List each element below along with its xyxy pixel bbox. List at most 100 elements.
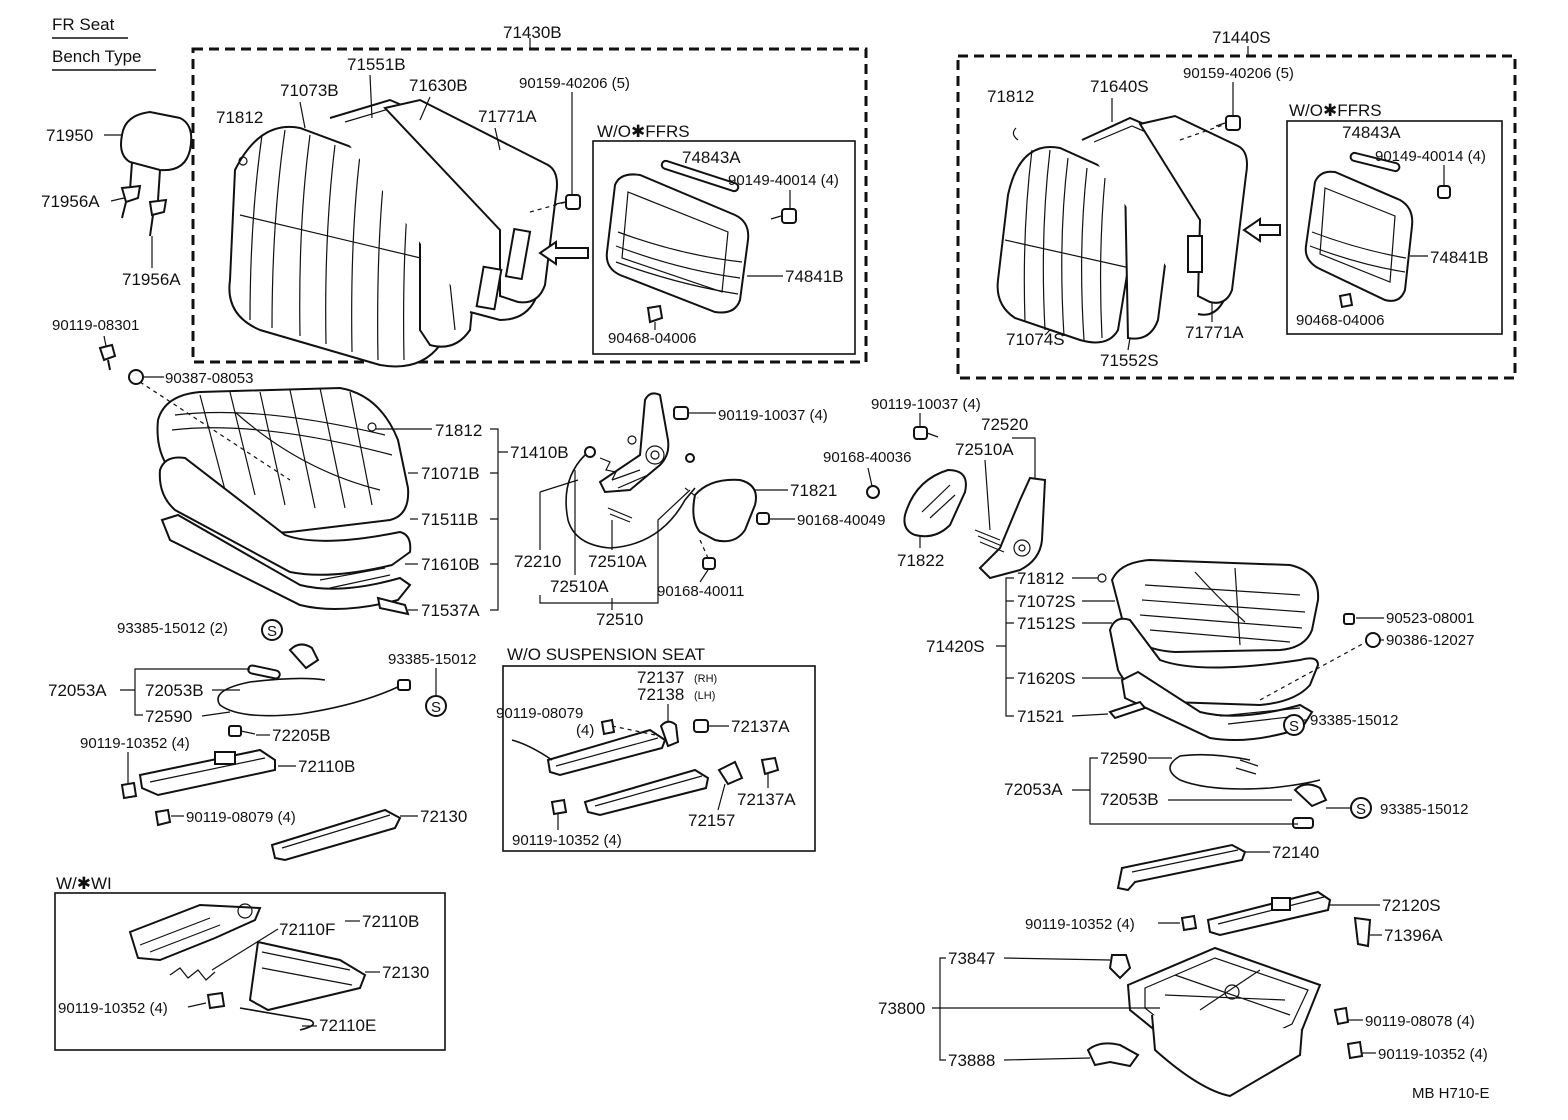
section-wo-ffrs-right: W/O✱FFRS: [1289, 101, 1382, 120]
label-72137: 72137: [637, 668, 684, 687]
special-mark-s-4: S: [1350, 797, 1372, 819]
label-72110F: 72110F: [279, 920, 335, 939]
rod-wo-suspension: [511, 739, 553, 761]
label-72110B-b: 72110B: [362, 912, 419, 931]
suspension-base-73800: [1126, 946, 1322, 1098]
svg-text:S: S: [267, 623, 277, 640]
label-72137-rh: (RH): [694, 673, 717, 685]
label-71630B: 71630B: [409, 76, 468, 95]
headrest-frame-74841B-right: [1304, 170, 1414, 302]
cover-71821: [692, 478, 757, 543]
label-72137A-b: 72137A: [737, 790, 796, 809]
label-90119-10352-c: 90119-10352 (4): [1025, 916, 1135, 933]
label-71410B: 71410B: [510, 443, 569, 462]
label-73847: 73847: [948, 949, 995, 968]
cable-72590-left: [217, 677, 401, 717]
label-72110B-a: 72110B: [298, 757, 355, 776]
bolt-90149-right: [1437, 185, 1451, 199]
label-72510: 72510: [596, 610, 643, 629]
label-74841B-b: 74841B: [1430, 248, 1489, 267]
section-wo-suspension-seat: W/O SUSPENSION SEAT: [507, 645, 705, 664]
cover-71822: [903, 468, 967, 538]
label-71512S: 71512S: [1017, 614, 1076, 633]
strap-74843A-right: [1349, 151, 1401, 173]
label-72520: 72520: [981, 415, 1028, 434]
label-90119-08078: 90119-08078 (4): [1365, 1013, 1475, 1030]
label-71822: 71822: [897, 551, 944, 570]
label-90168-40036: 90168-40036: [823, 449, 911, 466]
label-71610B: 71610B: [421, 555, 480, 574]
guide-71956A-upper: [120, 184, 142, 219]
label-93385-15012-c: 93385-15012: [1380, 801, 1468, 818]
label-72140: 72140: [1272, 843, 1319, 862]
label-72138-lh: (LH): [694, 690, 715, 702]
screw-90168-40049: [756, 512, 770, 525]
label-72053B-b: 72053B: [1100, 790, 1159, 809]
label-90119-08301: 90119-08301: [52, 317, 139, 334]
label-72138: 72138: [637, 685, 684, 704]
label-74843A-a: 74843A: [682, 148, 741, 167]
label-71552S: 71552S: [1100, 351, 1159, 370]
label-71396A: 71396A: [1384, 926, 1443, 945]
clip-71537A: [376, 596, 410, 616]
spring-72110F: [169, 967, 216, 981]
label-71640S: 71640S: [1090, 77, 1149, 96]
label-72590-a: 72590: [145, 707, 192, 726]
bolt-90119-08079-a: [154, 808, 172, 827]
screw-90168-40011: [702, 557, 716, 570]
bolt-90119-10352-a: [120, 781, 138, 800]
label-90386-12027: 90386-12027: [1386, 632, 1474, 649]
label-72510A-c: 72510A: [955, 440, 1014, 459]
recliner-72520: [978, 476, 1047, 580]
release-handle-72053B-left: [247, 643, 320, 680]
clip-71521: [1108, 700, 1147, 720]
label-90159-40206-left: 90159-40206 (5): [519, 75, 630, 92]
lock-72137-72138: [659, 720, 680, 748]
cable-72590-right: [1169, 753, 1321, 790]
label-72210: 72210: [514, 552, 561, 571]
special-mark-s-1: S: [261, 619, 283, 641]
bolt-90523-08001: [1343, 613, 1355, 625]
label-71620S: 71620S: [1017, 669, 1076, 688]
bolt-90119-10037-a: [673, 406, 698, 420]
bolt-90119-08301: [98, 343, 117, 371]
bolt-90119-10352-c: [1180, 914, 1198, 932]
bolt-90119-08079-b: [600, 718, 616, 736]
label-90468-04006-left: 90468-04006: [608, 330, 696, 347]
bolt-90119-10352-d: [1346, 1040, 1364, 1060]
headrest-71950: [120, 110, 193, 201]
label-73888: 73888: [948, 1051, 995, 1070]
special-mark-s-3: S: [1283, 714, 1305, 736]
label-90119-08079-b-qty: (4): [576, 722, 594, 739]
spring-72510A-lower: [607, 507, 633, 523]
svg-text:S: S: [431, 699, 441, 716]
label-90119-10352-a: 90119-10352 (4): [80, 735, 190, 752]
label-90119-10352-e: 90119-10352 (4): [58, 1000, 168, 1017]
spring-72510A-upper: [599, 457, 617, 481]
special-mark-s-2: S: [425, 695, 447, 717]
section-w-wi: W/✱WI: [56, 874, 112, 893]
seatback-board-71771A: [383, 98, 558, 311]
bolt-72137A-upper: [693, 719, 709, 733]
seat-track-72110B: [138, 748, 276, 797]
bolt-90159-left: [555, 194, 581, 210]
label-90119-10037-a: 90119-10037 (4): [718, 407, 828, 424]
label-90149-40014-right: 90149-40014 (4): [1375, 148, 1486, 165]
bolt-90149-left: [770, 208, 797, 224]
nut-90387-08053: [128, 369, 144, 385]
label-71821: 71821: [790, 481, 837, 500]
nut-90386-12027: [1365, 632, 1381, 648]
arrow-left-icon: [538, 240, 589, 266]
bolt-90119-08078: [1333, 1006, 1350, 1026]
label-72137A-a: 72137A: [731, 717, 790, 736]
label-71812-a: 71812: [216, 108, 263, 127]
nut-90168-40036: [866, 485, 880, 499]
label-71956A-a: 71956A: [41, 192, 100, 211]
label-71071B: 71071B: [421, 464, 480, 483]
bolt-90119-10037-b: [913, 426, 939, 440]
seatback-cushion-71074S: [996, 146, 1139, 344]
label-90149-40014-left: 90149-40014 (4): [728, 172, 839, 189]
label-71073B: 71073B: [280, 81, 339, 100]
label-90119-10352-b: 90119-10352 (4): [512, 832, 622, 849]
